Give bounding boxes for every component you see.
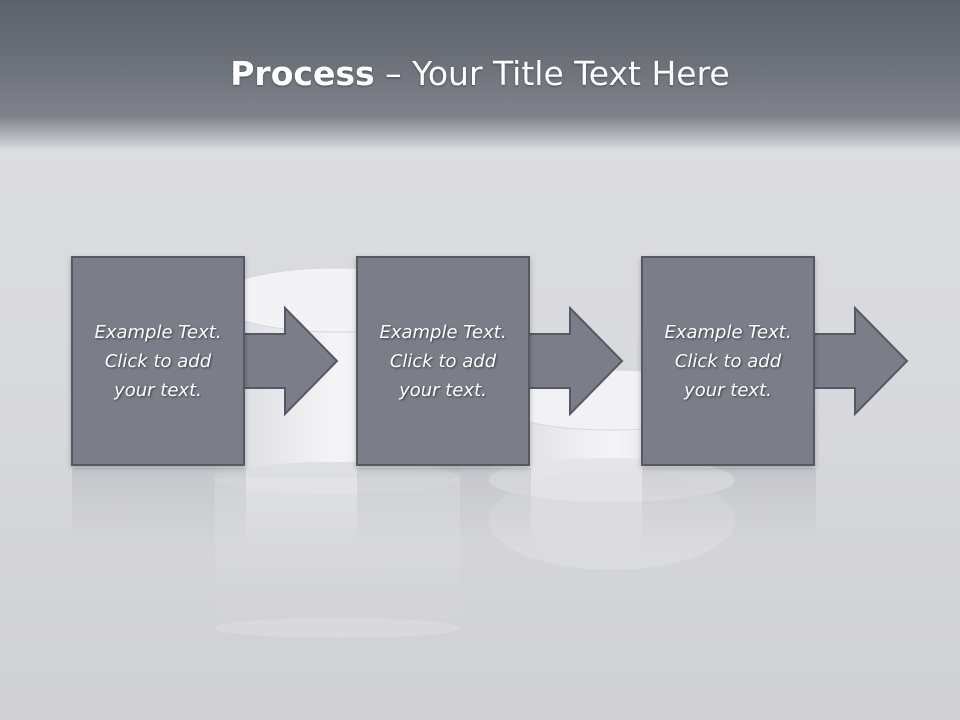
slide-title[interactable]: Process – Your Title Text Here bbox=[0, 52, 960, 96]
step-1-reflection bbox=[72, 468, 246, 548]
step-2-text[interactable]: Example Text. Click to add your text. bbox=[363, 318, 523, 405]
step-3-line-1: Example Text. bbox=[664, 321, 792, 343]
step-3-text[interactable]: Example Text. Click to add your text. bbox=[648, 318, 808, 405]
step-2-line-3: your text. bbox=[399, 379, 487, 401]
step-3-line-2: Click to add bbox=[674, 350, 782, 372]
process-step-3[interactable]: Example Text. Click to add your text. bbox=[641, 256, 815, 466]
title-rest-text: – Your Title Text Here bbox=[374, 54, 730, 93]
arrow-right-icon bbox=[813, 306, 909, 416]
step-2-line-2: Click to add bbox=[389, 350, 497, 372]
arrow-right-icon bbox=[243, 306, 339, 416]
step-2-reflection bbox=[357, 468, 531, 548]
step-1-line-3: your text. bbox=[114, 379, 202, 401]
step-1-line-2: Click to add bbox=[104, 350, 212, 372]
process-step-2[interactable]: Example Text. Click to add your text. bbox=[356, 256, 530, 466]
process-step-1[interactable]: Example Text. Click to add your text. bbox=[71, 256, 245, 466]
step-3-reflection bbox=[642, 468, 816, 548]
step-3-line-3: your text. bbox=[684, 379, 772, 401]
step-1-text[interactable]: Example Text. Click to add your text. bbox=[78, 318, 238, 405]
step-1-line-1: Example Text. bbox=[94, 321, 222, 343]
title-banner bbox=[0, 0, 960, 150]
arrow-right-icon bbox=[528, 306, 624, 416]
title-bold-text: Process bbox=[230, 54, 375, 93]
step-2-line-1: Example Text. bbox=[379, 321, 507, 343]
